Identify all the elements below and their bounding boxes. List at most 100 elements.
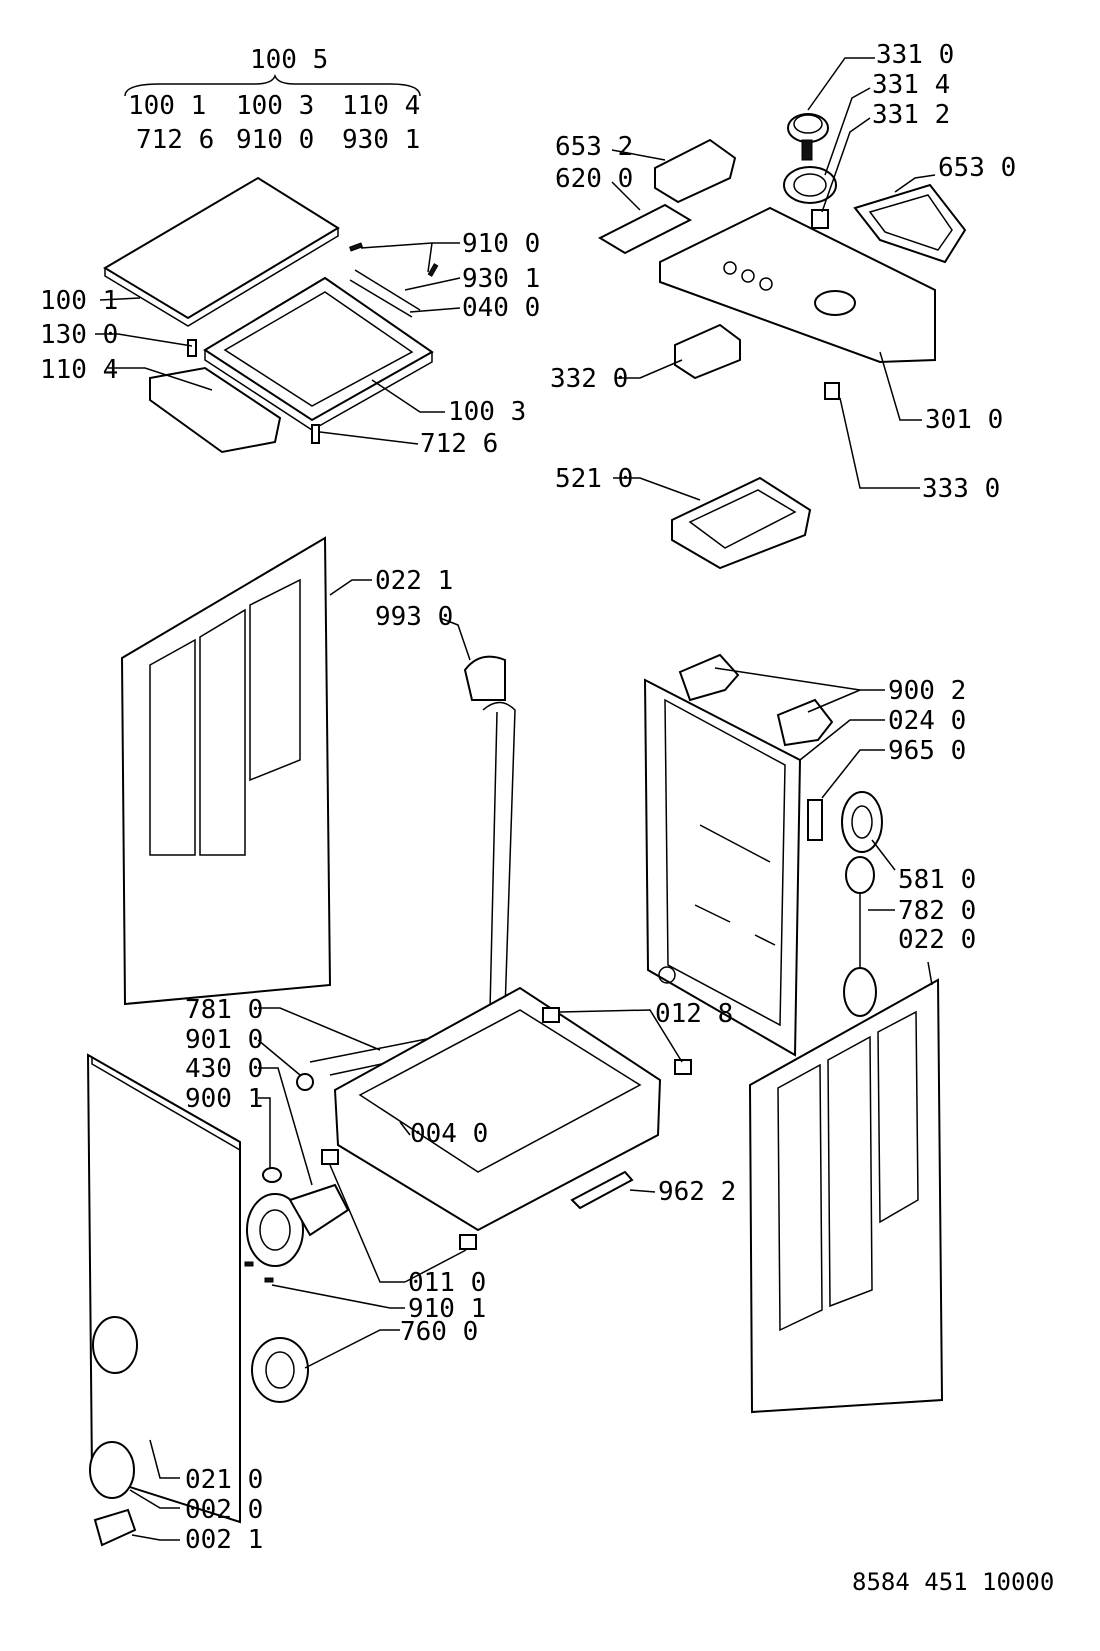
leader-760-0 [304,1329,400,1369]
callout-002-0: 002 0 [185,1495,263,1525]
leader-100-3 [371,379,445,413]
leader-011-0-a [329,1164,405,1283]
leader-002-1 [131,1534,180,1541]
programme-dial-seat [814,290,856,316]
foot-012-8-b [674,1059,692,1075]
callout-782-0: 782 0 [898,896,976,926]
front-panel-021-0 [86,1053,241,1524]
top-frame-opening [223,291,414,407]
callout-781-0: 781 0 [185,995,263,1025]
side-panel-rib-2 [199,608,246,856]
part-965-0 [807,799,823,841]
side-panel-right-rib-1 [777,1063,823,1332]
callout-004-0: 004 0 [410,1119,488,1149]
leader-900-2-b [807,689,861,713]
top-lid-assembly: 910 0 930 1 040 0 100 1 130 0 110 4 100 … [40,176,540,459]
button-2 [741,269,755,283]
leader-653-2 [611,149,666,161]
callout-040-0: 040 0 [462,293,540,323]
front-panel-access-hole [92,1316,138,1374]
rear-panel-hole [658,966,676,984]
callout-581-0: 581 0 [898,865,976,895]
callout-331-0: 331 0 [876,40,954,70]
leader-040-0 [409,307,461,313]
clip-333-0 [824,382,840,400]
knob-insert [811,209,829,229]
dispenser-drawer-inner [688,489,797,549]
control-panel-fascia [659,206,936,364]
callout-910-0: 910 0 [462,229,540,259]
screw-910-0-a [349,242,363,252]
callout-024-0: 024 0 [888,706,966,736]
side-panel-right-rib-2 [827,1035,873,1308]
leader-910-1 [271,1284,405,1309]
callout-760-0: 760 0 [400,1317,478,1347]
callout-011-0: 011 0 [408,1268,486,1298]
button-3 [759,277,773,291]
rear-panel-slot-1 [699,824,771,863]
callout-930-1: 930 1 [462,264,540,294]
leader-301-0 [879,351,922,421]
knob-top [793,114,823,134]
group-row1-col3: 110 4 [342,91,420,121]
pulley [841,791,883,853]
callout-331-4: 331 4 [872,70,950,100]
callout-900-1: 900 1 [185,1084,263,1114]
callout-993-0: 993 0 [375,602,453,632]
leader-004-0 [399,1121,411,1136]
drawing-reference-number: 8584 451 10000 [852,1568,1054,1596]
part-962-2 [570,1170,634,1210]
hose-hook-993-0 [463,655,506,701]
button-block [674,323,741,380]
front-panel-top-edge [91,1058,241,1151]
callout-900-2: 900 2 [888,676,966,706]
disc-782-0-b [843,967,877,1017]
callout-910-1: 910 1 [408,1294,486,1324]
side-panel-022-1 [120,536,332,1006]
seal-900-1 [262,1167,282,1183]
dial-ring [783,166,837,204]
leader-430-0 [258,1067,313,1186]
dial-ring-inner [793,173,827,197]
leader-333-0 [839,397,920,489]
group-row2-col2: 910 0 [236,125,314,155]
leader-110-4 [108,367,213,391]
callout-653-2: 653 2 [555,132,633,162]
pump-outlet [288,1183,350,1237]
group-header: 100 5 100 1 100 3 110 4 712 6 910 0 930 … [124,45,421,155]
leader-021-0 [149,1439,180,1479]
callout-333-0: 333 0 [922,474,1000,504]
base-frame: 781 0 901 0 430 0 900 1 012 8 004 0 962 … [185,986,736,1298]
pulley-hub [851,805,873,839]
callout-331-2: 331 2 [872,100,950,130]
leader-910-0-b [427,242,433,273]
rear-panel-slot-3 [754,934,776,946]
pump-filter [251,1337,309,1403]
clip-130-0 [187,339,197,357]
pump-housing [246,1193,304,1267]
leader-331-4 [824,87,871,176]
side-panel-right-rib-3 [877,1010,919,1224]
leader-620-0 [611,181,641,211]
lid-hinge-bar [354,269,421,311]
leader-581-0 [871,839,896,871]
leader-930-1 [404,277,461,291]
leader-781-0 [258,1007,381,1051]
leader-100-1 [99,297,141,301]
bracket-653-2 [654,138,737,204]
rear-panel [643,678,802,1057]
leader-332-0 [615,359,683,379]
callout-110-4: 110 4 [40,355,118,385]
bracket-653-0-opening [868,194,953,251]
leader-901-0 [257,1039,301,1076]
bracket-900-2-a [678,653,740,702]
bracket-900-2-b [776,698,834,747]
control-panel-assembly: 331 0 331 4 331 2 653 2 620 0 653 0 332 … [550,40,1016,570]
callout-962-2: 962 2 [658,1177,736,1207]
callout-712-6: 712 6 [420,429,498,459]
door-hinge-002-1 [93,1508,137,1547]
side-panel-rib-1 [149,638,196,856]
base-frame-opening [358,1009,642,1173]
